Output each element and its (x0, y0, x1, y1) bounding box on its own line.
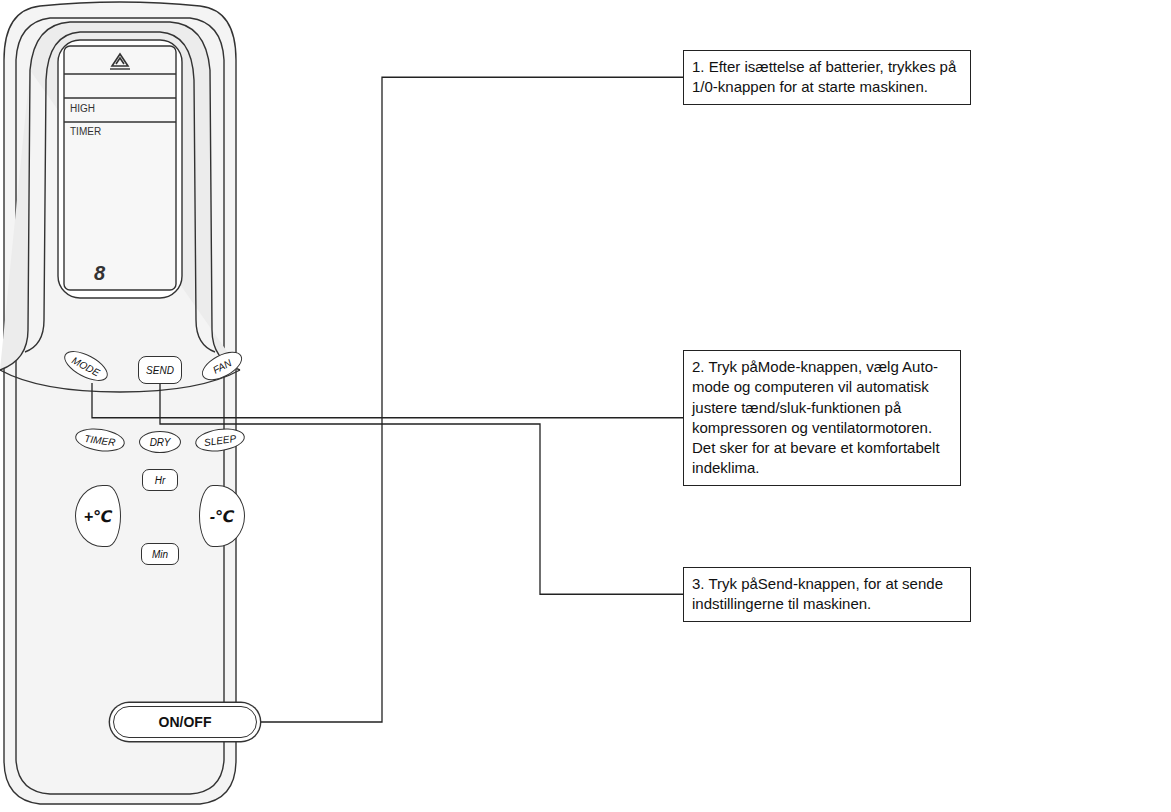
display-row-line (64, 121, 176, 122)
minute-button: Min (141, 543, 179, 565)
node-text: 2. Tryk påMode-knappen, vælg Auto-mode o… (692, 358, 940, 476)
display-mode-text: HIGH (70, 103, 95, 114)
remote-top-panel (0, 22, 240, 370)
node-text: 1. Efter isættelse af batterier, trykkes… (692, 58, 956, 95)
leader-line (92, 383, 683, 418)
instruction-callout: 2. Tryk påMode-knappen, vælg Auto-mode o… (683, 350, 961, 486)
display-digit: 8 (94, 262, 105, 285)
node-text: SEND (146, 365, 174, 376)
display-triangle-base (110, 68, 130, 69)
display-window (58, 40, 182, 298)
display-triangle-icon (112, 54, 128, 66)
node-text: 3. Tryk påSend-knappen, for at sende ind… (692, 575, 943, 612)
instruction-callout: 3. Tryk påSend-knappen, for at sende ind… (683, 567, 971, 622)
node-text: Min (152, 549, 168, 560)
node-text: +℃ (84, 507, 113, 526)
fan-button: FAN (197, 346, 246, 386)
node-text: DRY (150, 437, 171, 448)
node-text: Hr (155, 475, 166, 486)
node-text: TIMER (84, 432, 116, 447)
display-row-line (64, 97, 176, 98)
temp-up-button: +℃ (75, 485, 121, 547)
display-timer-text: TIMER (70, 126, 101, 137)
remote-top-panel-inner (25, 32, 215, 352)
hour-button: Hr (142, 469, 178, 491)
node-text: FAN (211, 357, 233, 376)
timer-button: TIMER (74, 426, 127, 455)
dry-button: DRY (139, 431, 181, 453)
sleep-button: SLEEP (194, 426, 247, 455)
mode-button: MODE (60, 345, 113, 387)
node-text: ON/OFF (159, 714, 212, 730)
display-row-line (64, 73, 176, 74)
leader-line (261, 77, 683, 722)
leader-line (160, 384, 683, 594)
send-button: SEND (138, 356, 182, 384)
on-off-button: ON/OFF (113, 706, 257, 738)
instruction-callout: 1. Efter isættelse af batterier, trykkes… (683, 50, 971, 105)
node-text: SLEEP (203, 432, 236, 447)
node-text: MODE (70, 354, 102, 378)
temp-down-button: -℃ (199, 485, 245, 547)
display-screen (64, 46, 176, 290)
node-text: -℃ (210, 507, 235, 526)
